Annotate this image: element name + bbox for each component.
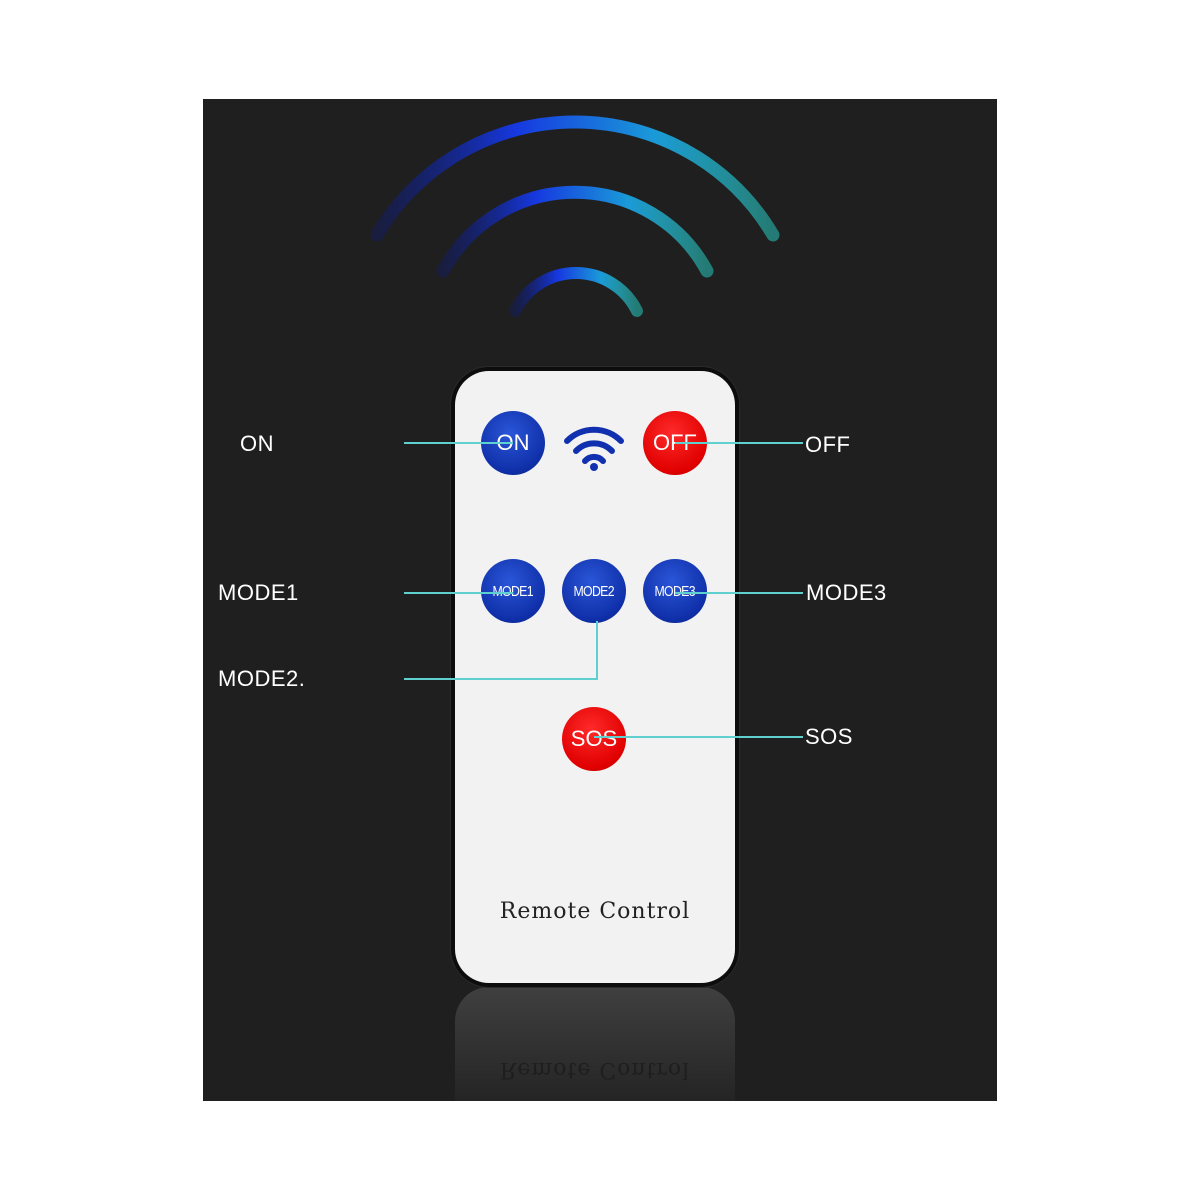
sos-label: SOS bbox=[805, 724, 853, 749]
wifi-icon bbox=[564, 426, 624, 471]
mode3-button-label: MODE3 bbox=[654, 582, 696, 600]
off-label: OFF bbox=[805, 432, 851, 457]
mode3-label: MODE3 bbox=[806, 580, 887, 605]
mode2-button[interactable]: MODE2 bbox=[562, 559, 626, 623]
sos-button[interactable]: SOS bbox=[562, 707, 626, 771]
connector-lines bbox=[404, 442, 803, 738]
mode1-label: MODE1 bbox=[218, 580, 299, 605]
on-label: ON bbox=[240, 431, 274, 456]
mode1-button-label: MODE1 bbox=[492, 582, 534, 600]
product-panel: Remote Control ON OFF MODE1 MODE2 MODE3 … bbox=[203, 99, 997, 1101]
mode3-button[interactable]: MODE3 bbox=[643, 559, 707, 623]
sos-button-label: SOS bbox=[570, 726, 618, 751]
remote-brand-text: Remote Control bbox=[499, 899, 691, 924]
remote-reflection: Remote Control bbox=[455, 987, 735, 1101]
mode2-label: MODE2. bbox=[218, 666, 306, 691]
mode2-button-label: MODE2 bbox=[573, 582, 615, 600]
mode1-button[interactable]: MODE1 bbox=[481, 559, 545, 623]
wireless-signal-icon bbox=[370, 115, 780, 317]
mode2-connector-line bbox=[404, 621, 598, 680]
